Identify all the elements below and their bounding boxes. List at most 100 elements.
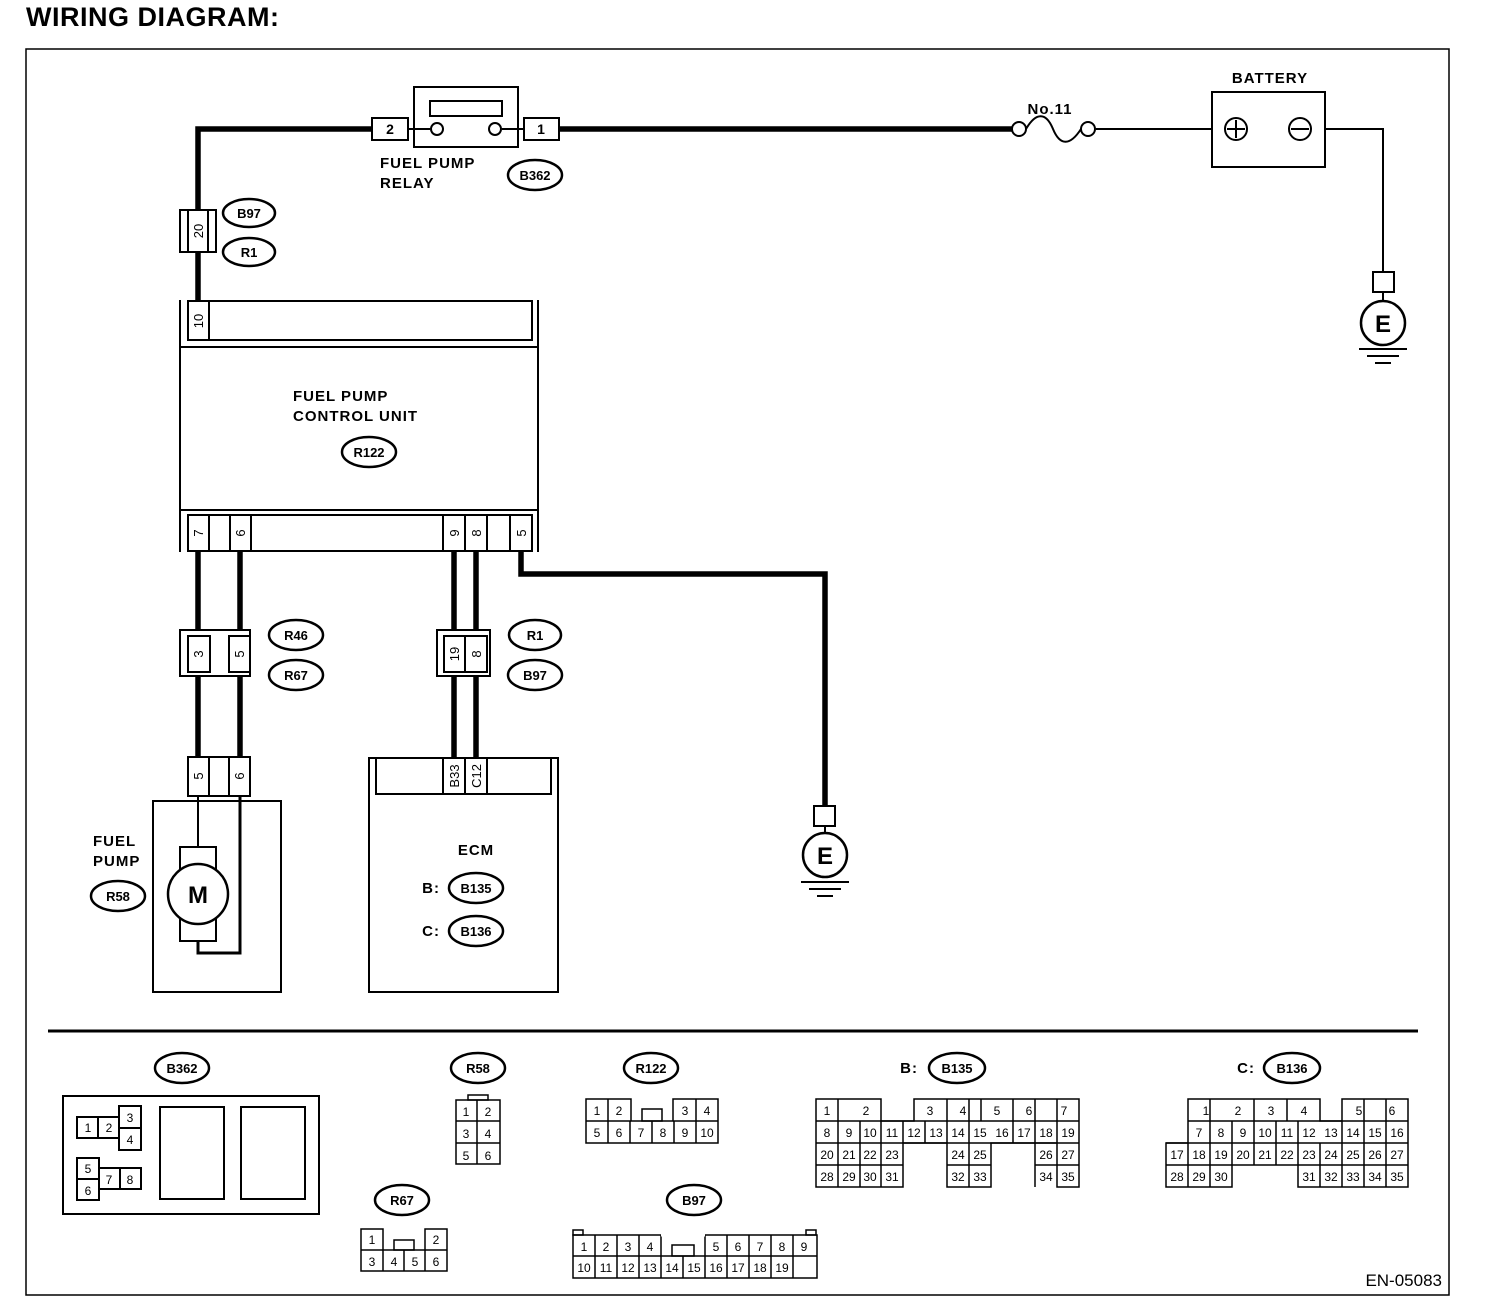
b97-cell: 12 xyxy=(621,1261,635,1275)
fpcu-pin-5: 5 xyxy=(514,529,529,536)
ground-symbol-2: E xyxy=(817,843,833,870)
b136-cell: 15 xyxy=(1368,1126,1382,1140)
b135-cell: 4 xyxy=(960,1104,967,1118)
connector-ovals xyxy=(89,158,1322,1217)
fpcu-label-line2: CONTROL UNIT xyxy=(293,408,418,425)
b136-cell: 10 xyxy=(1258,1126,1272,1140)
r67-cell: 6 xyxy=(433,1255,440,1269)
b135-cell: 23 xyxy=(885,1148,899,1162)
fuel-pump xyxy=(152,756,282,993)
view-b135-label: B135 xyxy=(941,1061,972,1076)
connector-view-r58 xyxy=(455,1094,501,1165)
junction-b97-r1-pin20 xyxy=(179,209,217,253)
j2-label-2: R67 xyxy=(284,668,308,683)
b136-cell: 13 xyxy=(1324,1126,1338,1140)
b135-cell: 10 xyxy=(863,1126,877,1140)
b362-cell: 4 xyxy=(127,1133,134,1147)
battery xyxy=(1211,91,1326,168)
r122-cell: 10 xyxy=(700,1126,714,1140)
b135-cell: 27 xyxy=(1061,1148,1075,1162)
b136-cell: 5 xyxy=(1356,1104,1363,1118)
connector-view-b135 xyxy=(815,1098,1080,1188)
b136-cell: 29 xyxy=(1192,1170,1206,1184)
b135-cell: 22 xyxy=(863,1148,877,1162)
fuse-no11 xyxy=(1011,115,1096,143)
connector-view-r67 xyxy=(360,1228,448,1272)
b97-cell: 6 xyxy=(735,1240,742,1254)
b136-cell: 6 xyxy=(1389,1104,1396,1118)
j1-label-1: B97 xyxy=(237,206,261,221)
view-b97-label: B97 xyxy=(682,1193,706,1208)
b97-cell: 13 xyxy=(643,1261,657,1275)
b135-cell: 12 xyxy=(907,1126,921,1140)
diagram-frame xyxy=(25,48,1450,1296)
ecm-label: ECM xyxy=(458,842,494,859)
fpcu-label-line1: FUEL PUMP xyxy=(293,388,388,405)
j3-pin-8: 8 xyxy=(469,650,484,657)
b135-cell: 30 xyxy=(863,1170,877,1184)
b136-cell: 23 xyxy=(1302,1148,1316,1162)
r122-cell: 3 xyxy=(682,1104,689,1118)
fpcu-pin-8: 8 xyxy=(469,529,484,536)
page-title: WIRING DIAGRAM: xyxy=(26,2,280,32)
b136-cell: 33 xyxy=(1346,1170,1360,1184)
motor-symbol: M xyxy=(188,882,208,909)
j2-pin-5: 5 xyxy=(232,650,247,657)
b97-cell: 14 xyxy=(665,1261,679,1275)
b135-cell: 6 xyxy=(1026,1104,1033,1118)
b136-cell: 7 xyxy=(1196,1126,1203,1140)
b136-cell: 21 xyxy=(1258,1148,1272,1162)
ecm-pin-b33: B33 xyxy=(447,764,462,787)
fpcu-pin-10: 10 xyxy=(191,314,206,328)
b135-cell: 25 xyxy=(973,1148,987,1162)
pump-label-line2: PUMP xyxy=(93,853,140,870)
r67-cell: 5 xyxy=(412,1255,419,1269)
b135-cell: 7 xyxy=(1061,1104,1068,1118)
b136-cell: 18 xyxy=(1192,1148,1206,1162)
wires xyxy=(195,126,1014,806)
b135-cell: 5 xyxy=(994,1104,1001,1118)
b135-cell: 18 xyxy=(1039,1126,1053,1140)
b135-cell: 34 xyxy=(1039,1170,1053,1184)
relay-pin-1: 1 xyxy=(537,121,545,137)
fpcu-connector-id: R122 xyxy=(353,445,384,460)
r122-cell: 7 xyxy=(638,1126,645,1140)
b97-cell: 10 xyxy=(577,1261,591,1275)
b135-cell: 24 xyxy=(951,1148,965,1162)
b97-cell: 11 xyxy=(600,1261,613,1275)
b97-cell: 3 xyxy=(625,1240,632,1254)
ecm xyxy=(368,757,559,993)
b135-cell: 11 xyxy=(886,1126,899,1140)
b136-cell: 22 xyxy=(1280,1148,1294,1162)
b135-cell: 28 xyxy=(820,1170,834,1184)
b362-cell: 6 xyxy=(85,1184,92,1198)
r58-cell: 6 xyxy=(485,1149,492,1163)
b136-cell: 24 xyxy=(1324,1148,1338,1162)
r122-cell: 5 xyxy=(594,1126,601,1140)
b135-cell: 17 xyxy=(1017,1126,1031,1140)
b136-cell: 34 xyxy=(1368,1170,1382,1184)
relay-pin-2: 2 xyxy=(386,121,394,137)
ecm-conn-c: B136 xyxy=(460,924,491,939)
j3-pin-19: 19 xyxy=(447,647,462,661)
b97-cell: 4 xyxy=(647,1240,654,1254)
junction-r46-r67 xyxy=(179,629,251,677)
view-r58-label: R58 xyxy=(466,1061,490,1076)
b136-cell: 31 xyxy=(1302,1170,1316,1184)
j1-label-2: R1 xyxy=(241,245,258,260)
b135-cell: 2 xyxy=(863,1104,870,1118)
b362-cell: 8 xyxy=(127,1173,134,1187)
b135-cell: 1 xyxy=(824,1104,831,1118)
r58-cell: 4 xyxy=(485,1127,492,1141)
pump-pin-5: 5 xyxy=(191,772,206,779)
b136-cell: 16 xyxy=(1390,1126,1404,1140)
b97-cell: 15 xyxy=(687,1261,701,1275)
r122-cell: 2 xyxy=(616,1104,623,1118)
b136-cell: 4 xyxy=(1301,1104,1308,1118)
r67-cell: 3 xyxy=(369,1255,376,1269)
fpcu-pin-9: 9 xyxy=(447,529,462,536)
b135-cell: 31 xyxy=(885,1170,899,1184)
r122-cell: 4 xyxy=(704,1104,711,1118)
b136-cell: 27 xyxy=(1390,1148,1404,1162)
r67-cell: 1 xyxy=(369,1233,376,1247)
